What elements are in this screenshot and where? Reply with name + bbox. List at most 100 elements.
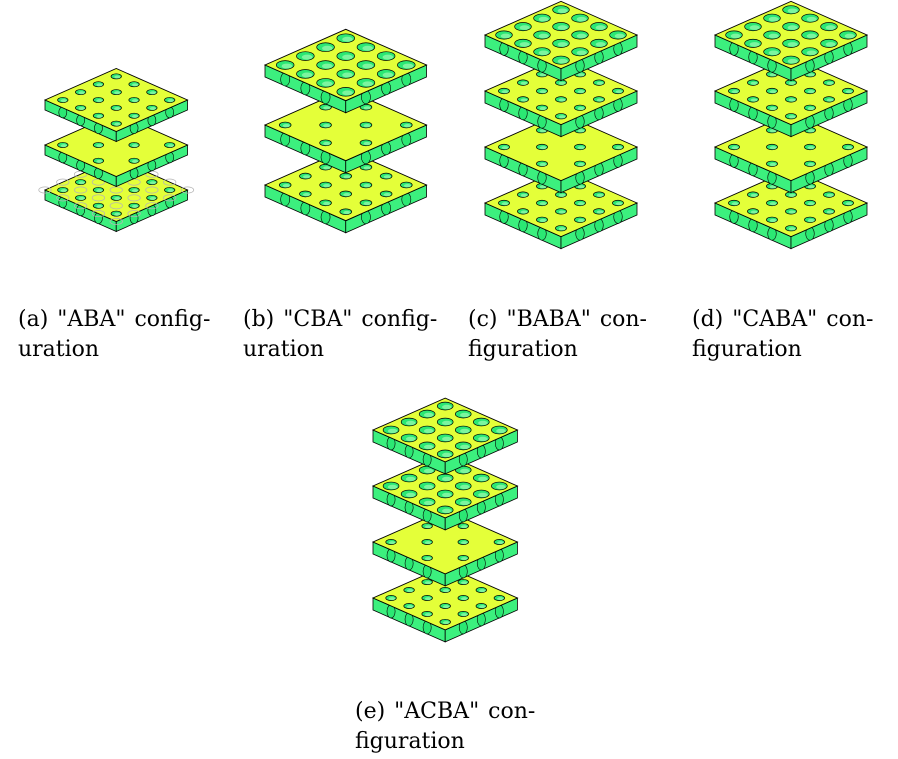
plate-hole-floor (730, 33, 741, 39)
caption-d: (d) "CABA" con- figuration (692, 305, 892, 365)
plate-hole-floor (96, 189, 103, 193)
plate-hole-floor (402, 63, 414, 69)
plate-hole-floor (539, 90, 547, 94)
plate-hole-floor (806, 16, 817, 22)
plate-hole-floor (806, 33, 817, 39)
plate-hole-floor (519, 42, 530, 47)
plate-hole-floor (423, 428, 434, 434)
plate-hole-floor (501, 202, 509, 206)
plate-hole-floor (114, 91, 121, 95)
plate-hole-floor (282, 184, 290, 188)
plate-hole-floor (558, 115, 566, 119)
plate-hole-floor (342, 54, 353, 60)
plate-hole-floor (576, 50, 587, 56)
plate-hole-floor (423, 468, 434, 474)
plate-layer-A (483, 56, 639, 138)
plate-hole-floor (825, 42, 836, 47)
plate-hole-floor (595, 25, 606, 30)
plate-hole-floor (520, 193, 528, 197)
plate-stack-a (38, 68, 195, 233)
plate-hole-floor (443, 589, 450, 593)
plate-hole-floor (731, 146, 739, 150)
plate-hole-floor (615, 146, 623, 150)
plate-hole-floor (442, 476, 452, 482)
plate-top-face (483, 0, 639, 70)
plate-hole-floor (538, 16, 549, 22)
plate-hole-floor (558, 98, 566, 102)
plate-hole-floor (478, 436, 488, 442)
plate-hole-floor (596, 210, 604, 214)
plate-hole-floor (557, 42, 568, 47)
plate-hole-floor (750, 98, 758, 102)
plate-hole-floor (615, 202, 623, 206)
plate-hole-floor (442, 492, 452, 498)
plate-hole-floor (363, 166, 371, 170)
plate-hole-floor (807, 146, 815, 150)
plate-hole-floor (460, 444, 470, 450)
ghost-hole-outline (145, 186, 159, 194)
ghost-hole-outline (56, 194, 70, 202)
plate-hole-floor (788, 227, 796, 231)
plate-top-face (371, 453, 519, 519)
caption-c-line-1: (c) "BABA" con- (468, 307, 647, 332)
plate-hole-floor (362, 81, 374, 87)
plate-layer-A (371, 397, 519, 475)
plate-hole-floor (363, 184, 371, 188)
plate-hole-floor (96, 99, 103, 103)
plate-hole-floor (60, 189, 67, 193)
plate-hole-floor (558, 227, 566, 231)
plate-hole-floor (807, 90, 815, 94)
ghost-hole-outline (74, 186, 88, 194)
ghost-hole-outline (127, 210, 141, 218)
plate-hole-floor (405, 420, 416, 426)
plate-stack-e (371, 397, 519, 643)
caption-d-line-1: (d) "CABA" con- (692, 307, 874, 332)
ghost-hole-outline (38, 186, 52, 194)
plate-hole-floor (596, 81, 604, 85)
plate-hole-floor (383, 192, 391, 197)
plate-hole-floor (577, 162, 585, 167)
plate-layer-B (483, 112, 639, 194)
plate-hole-floor (769, 218, 777, 223)
plate-hole-floor (303, 192, 311, 197)
plate-hole-floor (149, 197, 157, 200)
plate-hole-floor (479, 605, 486, 609)
plate-hole-floor (461, 525, 468, 529)
plate-hole-floor (301, 54, 313, 60)
plate-hole-floor (323, 141, 331, 146)
plate-hole-floor (577, 185, 585, 189)
plate-hole-floor (787, 58, 798, 64)
plate-hole-floor (807, 185, 815, 189)
plate-hole-floor (387, 428, 398, 434)
plate-hole-floor (425, 613, 432, 617)
caption-b: (b) "CBA" config- uration (243, 305, 455, 365)
plate-hole-floor (807, 202, 815, 206)
plate-hole-floor (60, 144, 67, 148)
plate-hole-floor (78, 181, 85, 185)
plate-hole-floor (423, 500, 434, 506)
plate-hole-floor (425, 557, 432, 561)
plate-hole-floor (149, 181, 157, 185)
plate-hole-floor (807, 129, 815, 133)
plate-hole-floor (461, 613, 468, 617)
plate-hole-floor (576, 33, 587, 39)
plate-hole-floor (520, 210, 528, 214)
plate-hole-floor (282, 124, 290, 128)
plate-hole-floor (750, 210, 758, 214)
plate-hole-floor (442, 436, 452, 442)
plate-hole-floor (558, 210, 566, 214)
plate-hole-floor (539, 218, 547, 223)
plate-hole-floor (114, 75, 121, 79)
plate-hole-floor (596, 98, 604, 102)
plate-hole-floor (768, 50, 779, 56)
plate-hole-floor (322, 81, 333, 87)
plate-hole-floor (167, 189, 174, 193)
plate-hole-floor (96, 204, 103, 208)
ghost-hole-outline (163, 178, 177, 186)
plate-hole-floor (478, 476, 488, 482)
plate-hole-floor (496, 428, 506, 434)
plate-hole-floor (406, 589, 414, 593)
plate-layer-B (483, 0, 639, 82)
plate-hole-floor (442, 508, 452, 514)
plate-layer-C (713, 0, 869, 82)
